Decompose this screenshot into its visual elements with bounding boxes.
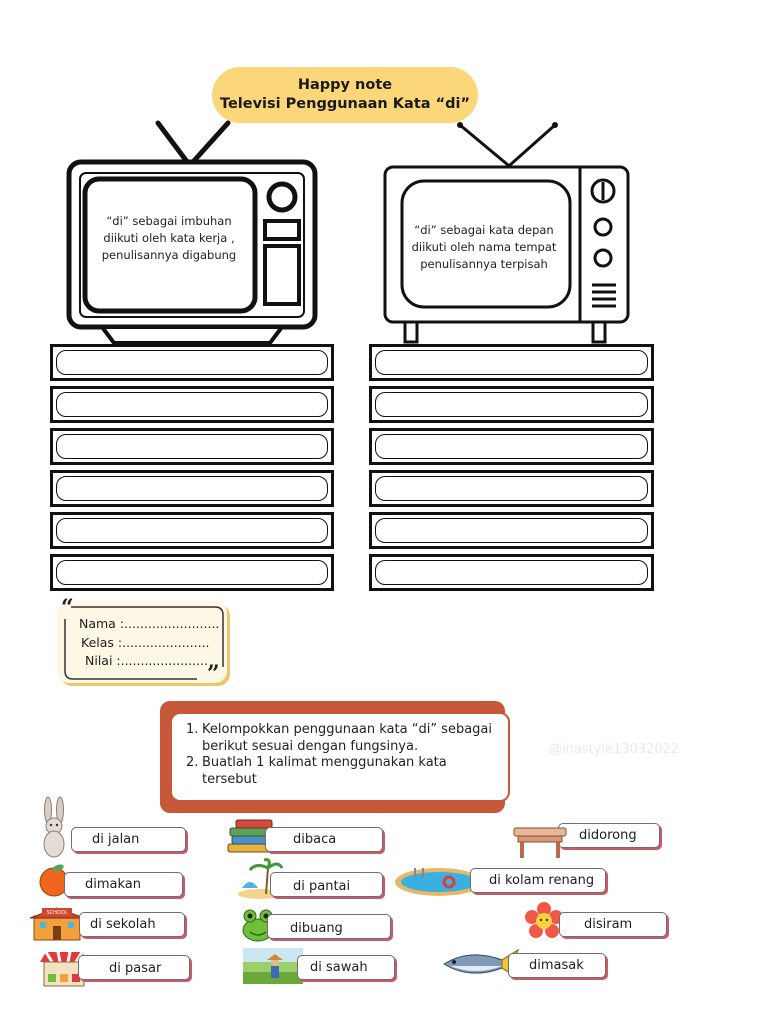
word-label: di pantai (293, 879, 351, 894)
word-chip-di-jalan[interactable]: di jalan (71, 827, 186, 852)
tv-right-drawing (383, 122, 630, 344)
word-label: dibaca (293, 832, 337, 847)
instruction-item-1: 1. Kelompokkan penggunaan kata “di” seba… (186, 722, 498, 755)
word-chip-didorong[interactable]: didorong (558, 823, 660, 848)
word-label: didorong (579, 828, 637, 843)
answer-row-left-6[interactable] (50, 554, 334, 591)
books-icon (227, 819, 275, 853)
word-chip-disiram[interactable]: disiram (559, 912, 667, 937)
word-label: dimasak (529, 958, 584, 973)
title-line-2: Televisi Penggunaan Kata “di” (220, 96, 470, 112)
answer-row-right-2[interactable] (369, 386, 654, 423)
answer-row-right-5[interactable] (369, 512, 654, 549)
answer-row-right-1[interactable] (369, 344, 654, 381)
nilai-field[interactable]: Nilai :...................... (85, 653, 209, 668)
tv-right-text: “di” sebagai kata depan diikuti oleh nam… (403, 222, 565, 273)
word-chip-dimakan[interactable]: dimakan (64, 872, 183, 897)
kelas-field[interactable]: Kelas :...................... (81, 635, 210, 650)
word-label: dimakan (85, 877, 141, 892)
answer-row-right-3[interactable] (369, 428, 654, 465)
instruction-num-2: 2. (186, 755, 199, 770)
answer-row-left-3[interactable] (50, 428, 334, 465)
instruction-item-2: 2. Buatlah 1 kalimat menggunakan kata te… (186, 755, 498, 788)
word-label: di kolam renang (489, 873, 595, 888)
school-icon: SCHOOL (29, 907, 85, 941)
tv-right-line-1: “di” sebagai kata depan (414, 223, 554, 237)
word-label: dibuang (290, 921, 343, 936)
word-chip-dimasak[interactable]: dimasak (508, 953, 606, 978)
instruction-num-1: 1. (186, 722, 199, 737)
school-sign-text: SCHOOL (46, 910, 67, 916)
open-quote: “ (61, 595, 74, 621)
word-label: di sekolah (90, 917, 156, 932)
word-chip-dibaca[interactable]: dibaca (265, 827, 383, 852)
word-chip-di-sekolah[interactable]: di sekolah (79, 912, 185, 937)
word-label: disiram (584, 917, 633, 932)
tv-left-line-2: diikuti oleh kata kerja , (103, 231, 235, 245)
tv-right-line-2: diikuti oleh nama tempat (411, 240, 557, 254)
word-label: di pasar (109, 961, 162, 976)
title-line-1: Happy note (297, 77, 393, 93)
tv-left-drawing (66, 120, 318, 345)
orange-icon (39, 864, 69, 897)
nama-field[interactable]: Nama :........................ (79, 616, 220, 631)
answer-row-left-5[interactable] (50, 512, 334, 549)
answer-row-right-4[interactable] (369, 470, 654, 507)
title-banner: Happy note Televisi Penggunaan Kata “di” (212, 67, 478, 123)
beach-icon (238, 858, 284, 899)
word-chip-di-pasar[interactable]: di pasar (78, 955, 190, 980)
word-chip-di-kolam-renang[interactable]: di kolam renang (470, 868, 606, 893)
word-chip-dibuang[interactable]: dibuang (267, 914, 391, 939)
market-icon (40, 951, 88, 987)
answer-row-right-6[interactable] (369, 554, 654, 591)
rabbit-icon (43, 796, 65, 858)
student-info-card: “ ” Nama :........................ Kelas… (57, 595, 227, 687)
watermark: @inastyle13032022 (549, 742, 680, 757)
word-label: di jalan (92, 832, 140, 847)
word-chip-di-pantai[interactable]: di pantai (270, 872, 383, 897)
farmer-icon (243, 948, 303, 984)
answer-row-left-1[interactable] (50, 344, 334, 381)
close-quote: ” (207, 661, 220, 687)
name-card-frame (64, 606, 224, 680)
tv-left-line-3: penulisannya digabung (101, 248, 237, 262)
instruction-box: 1. Kelompokkan penggunaan kata “di” seba… (170, 712, 510, 802)
flower-icon (525, 902, 563, 938)
answer-row-left-4[interactable] (50, 470, 334, 507)
tv-left-line-1: “di” sebagai imbuhan (106, 214, 232, 228)
instruction-text-2: Buatlah 1 kalimat menggunakan kata terse… (202, 755, 447, 787)
table-icon (513, 827, 567, 858)
frog-icon (242, 909, 274, 942)
answer-row-left-2[interactable] (50, 386, 334, 423)
pool-icon (395, 868, 483, 896)
word-label: di sawah (310, 960, 368, 975)
instruction-text-1: Kelompokkan penggunaan kata “di” sebagai… (202, 722, 492, 754)
word-chip-di-sawah[interactable]: di sawah (297, 955, 395, 980)
tv-left-text: “di” sebagai imbuhan diikuti oleh kata k… (88, 213, 250, 264)
tv-right-line-3: penulisannya terpisah (420, 257, 548, 271)
